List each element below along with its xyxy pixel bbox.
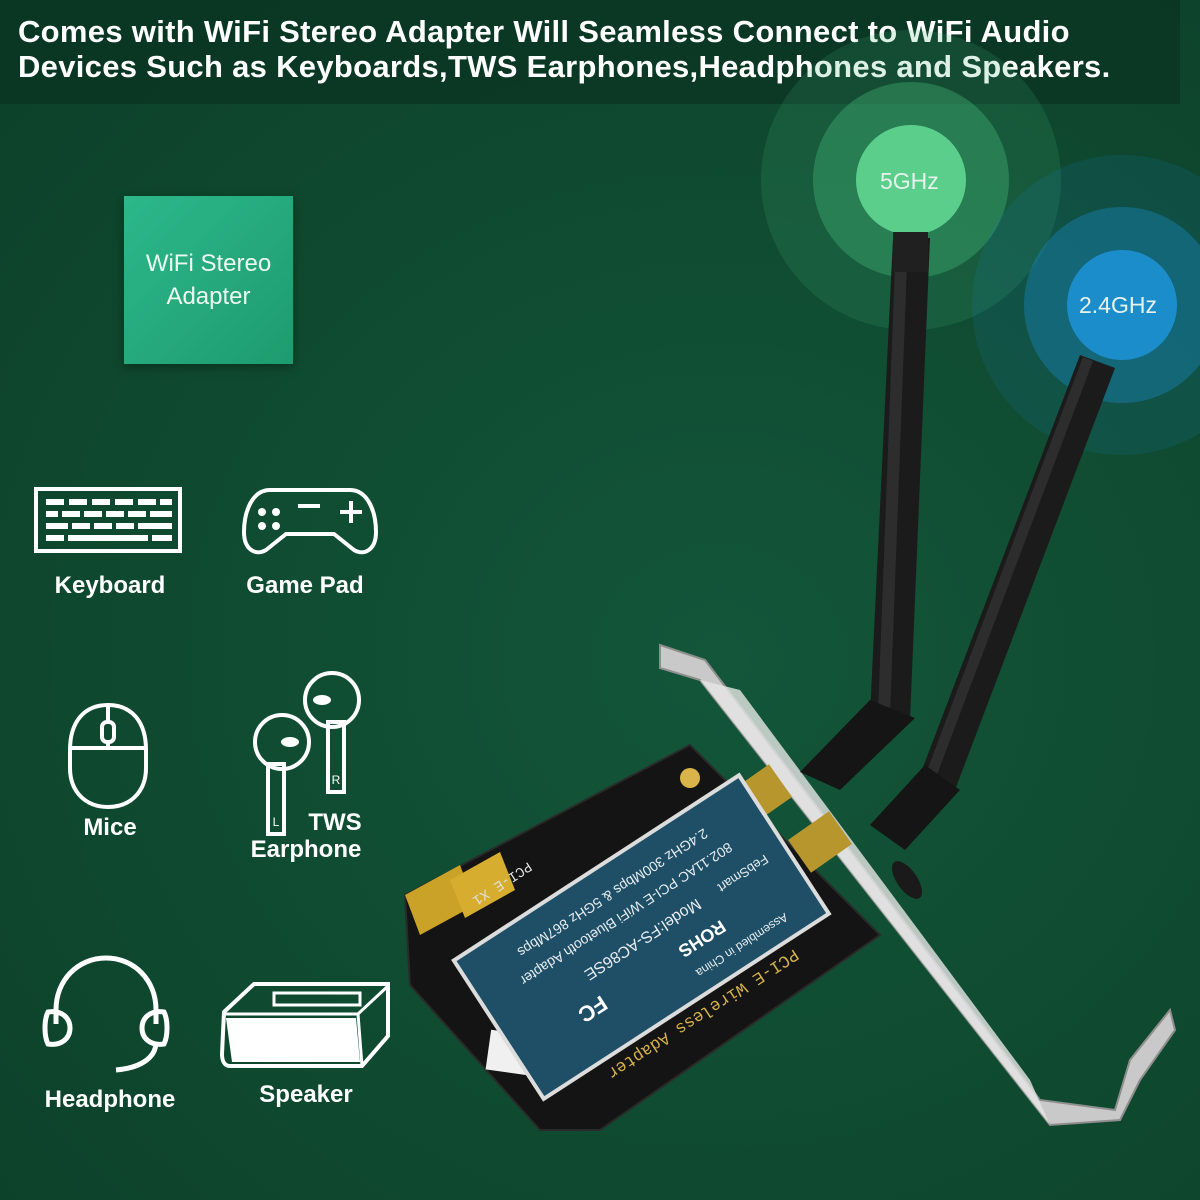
antenna-24ghz — [870, 355, 1115, 850]
signal-24ghz-rings — [972, 155, 1200, 455]
earbud-right-mark: R — [332, 773, 341, 787]
headphone-icon — [42, 955, 170, 1073]
gamepad-icon — [241, 488, 379, 555]
earphone-label-line1: TWS — [308, 809, 362, 836]
signal-5ghz-rings — [761, 30, 1061, 330]
headphone-label: Headphone — [44, 1086, 176, 1113]
speaker-icon — [219, 982, 390, 1068]
gamepad-label: Game Pad — [246, 572, 364, 599]
keyboard-label: Keyboard — [54, 572, 166, 599]
earbud-left-mark: L — [273, 815, 280, 829]
headline-line-2: Devices Such as Keyboards,TWS Earphones,… — [18, 49, 1111, 84]
wifi-stereo-badge: WiFi Stereo Adapter — [124, 196, 293, 364]
signal-24ghz-label: 2.4GHz — [1079, 292, 1157, 318]
mouse-icon — [68, 702, 148, 810]
speaker-label: Speaker — [259, 1081, 353, 1108]
earphone-label-line2: Earphone — [250, 836, 362, 863]
headline-banner: Comes with WiFi Stereo Adapter Will Seam… — [0, 0, 1180, 104]
badge-line-2: Adapter — [166, 283, 251, 310]
signal-5ghz-label: 5GHz — [880, 168, 939, 194]
headline-line-1: Comes with WiFi Stereo Adapter Will Seam… — [18, 14, 1070, 49]
keyboard-icon — [34, 487, 182, 553]
antenna-5ghz — [800, 232, 930, 790]
mouse-label: Mice — [83, 814, 137, 841]
earbuds-icon: R L — [253, 671, 361, 836]
badge-line-1: WiFi Stereo — [145, 250, 272, 277]
